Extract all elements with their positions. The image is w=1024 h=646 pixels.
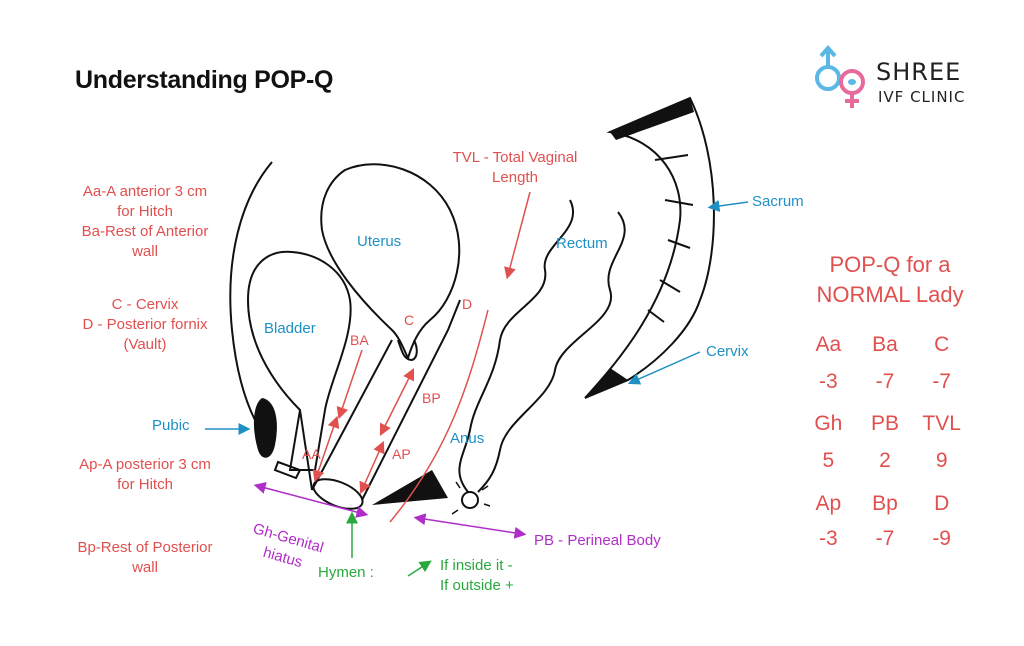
rectum-shape bbox=[458, 199, 626, 493]
label-bp: BP bbox=[422, 390, 441, 406]
label-hymen: Hymen : bbox=[318, 564, 374, 581]
label-tvl: TVL - Total Vaginal Length bbox=[452, 149, 578, 186]
normal-row-3-labels: Ap Bp D bbox=[815, 492, 950, 515]
if-inside-arrow bbox=[407, 560, 432, 577]
page-title: Understanding POP-Q bbox=[75, 66, 334, 94]
note-c-d: C - Cervix D - Posterior fornix (Vault) bbox=[82, 296, 208, 353]
label-ap: AP bbox=[392, 446, 411, 462]
label-uterus: Uterus bbox=[357, 233, 402, 250]
label-pb: PB - Perineal Body bbox=[534, 532, 661, 549]
note-bp: Bp-Rest of Posterior wall bbox=[77, 539, 213, 576]
normal-row-2-values: 5 2 9 bbox=[822, 449, 948, 472]
note-aa: Aa-A anterior 3 cm for Hitch Ba-Rest of … bbox=[81, 183, 209, 260]
normal-row-1-labels: Aa Ba C bbox=[815, 333, 950, 356]
clinic-logo: SHREE IVF CLINIC bbox=[808, 44, 968, 110]
pb-arrow bbox=[413, 513, 527, 539]
label-anus: Anus bbox=[450, 430, 485, 447]
anus-ring bbox=[461, 491, 479, 509]
sacrum-arrow bbox=[707, 200, 749, 212]
normal-card-title: POP-Q for a NORMAL Lady bbox=[816, 252, 964, 307]
label-pubic: Pubic bbox=[152, 417, 190, 434]
label-hymen-rule: If inside it - If outside + bbox=[440, 557, 514, 594]
label-d: D bbox=[462, 296, 473, 312]
logo-subtitle: IVF CLINIC bbox=[878, 88, 966, 106]
label-rectum: Rectum bbox=[556, 235, 608, 252]
normal-row-2-labels: Gh PB TVL bbox=[814, 412, 961, 435]
bladder-shape bbox=[246, 250, 352, 471]
label-sacrum: Sacrum bbox=[752, 193, 804, 210]
tvl-arrow bbox=[504, 191, 531, 280]
vaginal-opening bbox=[312, 478, 364, 510]
normal-row-1-values: -3 -7 -7 bbox=[818, 370, 951, 393]
normal-row-3-values: -3 -7 -9 bbox=[818, 527, 951, 550]
abdominal-wall-line bbox=[229, 161, 273, 421]
perineal-body bbox=[372, 470, 448, 505]
label-aa: AA bbox=[302, 446, 321, 462]
note-ap: Ap-A posterior 3 cm for Hitch bbox=[79, 456, 211, 493]
logo-name: SHREE bbox=[876, 58, 962, 86]
label-c: C bbox=[404, 312, 415, 328]
cervix-arrow bbox=[627, 351, 701, 385]
gh-arrow bbox=[253, 482, 369, 518]
gender-symbol-icon bbox=[815, 44, 865, 108]
label-cervix: Cervix bbox=[706, 343, 749, 360]
label-ba: BA bbox=[350, 332, 369, 348]
pubic-bone bbox=[253, 398, 277, 458]
label-bladder: Bladder bbox=[264, 320, 316, 337]
uterus-shape bbox=[320, 163, 461, 361]
